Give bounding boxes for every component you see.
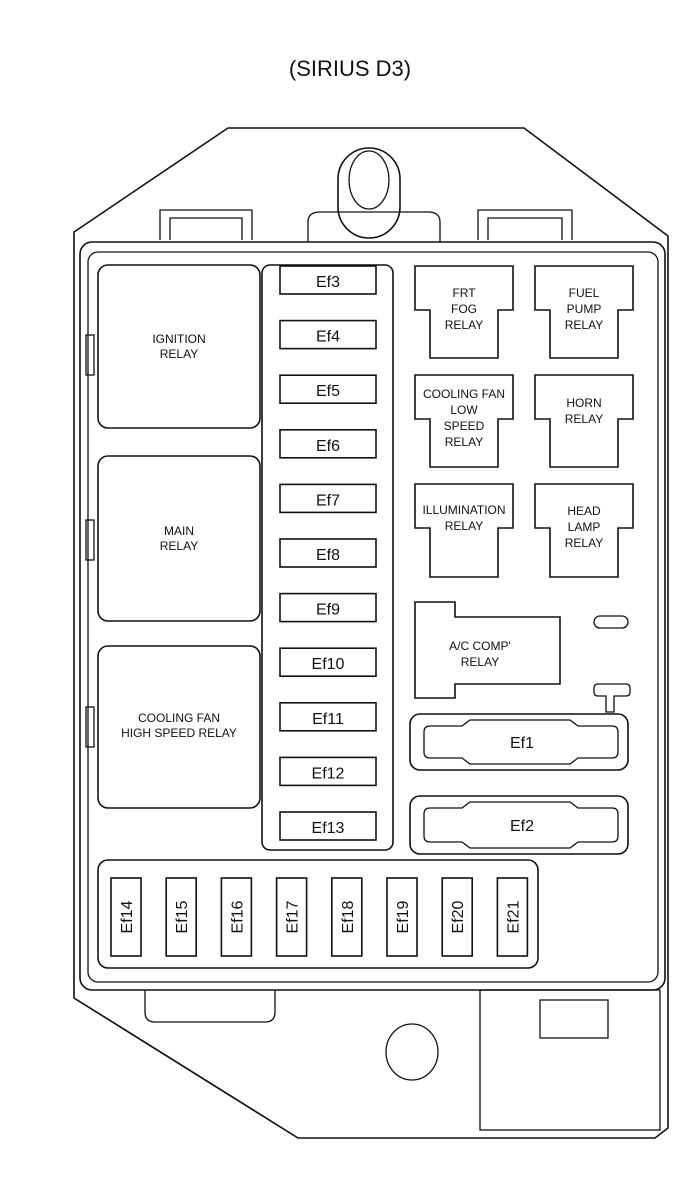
relay-horn: HORN RELAY [534,374,634,468]
relay-fuel-pump-line-1: FUEL [569,286,600,300]
relay-ac-comp-line-2: RELAY [461,655,499,669]
relay-head-lamp-line-3: RELAY [565,536,603,550]
side-tab [85,706,95,748]
relay-frt-fog: FRT FOG RELAY [414,265,514,359]
fuse-label: Ef10 [312,656,345,673]
fuse-ef6: Ef6 [279,428,377,459]
relay-ac-comp: A/C COMP' RELAY [414,601,561,699]
fuse-label: Ef13 [312,820,345,837]
fuse-ef2-label: Ef2 [510,818,534,835]
fuse-label: Ef18 [340,900,357,933]
fuse-ef4: Ef4 [279,319,377,350]
fuse-label: Ef7 [316,492,340,509]
fuse-ef18: Ef18 [330,877,363,957]
relay-cooling-fan-low: COOLING FAN LOW SPEED RELAY [414,374,514,468]
relay-cooling-low-line-4: RELAY [445,435,483,449]
relay-main-line-1: MAIN [164,524,194,538]
fuse-ef17: Ef17 [275,877,308,957]
fuse-label: Ef12 [312,765,345,782]
fuse-label: Ef17 [285,900,302,933]
fuse-label: Ef14 [119,900,136,933]
fuse-ef3: Ef3 [279,265,377,295]
relay-horn-line-1: HORN [566,396,601,410]
fuse-ef10: Ef10 [279,647,377,678]
fuse-ef7: Ef7 [279,483,377,514]
inner-frame [87,251,659,983]
fuse-label: Ef21 [505,900,522,933]
relay-head-lamp-line-2: LAMP [568,520,601,534]
top-right-clip [477,209,573,240]
fuse-label: Ef6 [316,438,340,455]
relay-main-line-2: RELAY [160,539,198,553]
fuse-ef12: Ef12 [279,756,377,787]
fuse-ef5: Ef5 [279,374,377,405]
fuse-label: Ef8 [316,547,340,564]
fuse-label: Ef4 [316,329,340,346]
fuse-ef1-label: Ef1 [510,735,534,752]
bottom-left-connector [144,990,276,1023]
relay-ac-comp-line-1: A/C COMP' [449,639,511,653]
fuse-ef20: Ef20 [441,877,474,957]
fuse-ef14: Ef14 [110,877,142,957]
relay-horn-line-2: RELAY [565,412,603,426]
t-tab [593,683,631,713]
fuse-ef9: Ef9 [279,592,377,623]
relay-illumination-line-1: ILLUMINATION [422,503,505,517]
bottom-mount-tab [479,989,661,1131]
relay-ignition: IGNITION RELAY [97,264,261,429]
fuse-ef21: Ef21 [496,877,529,957]
top-left-clip [159,209,253,240]
fuse-label: Ef19 [395,900,412,933]
side-tab [85,334,95,376]
fuse-ef8: Ef8 [279,538,377,568]
relay-head-lamp: HEAD LAMP RELAY [534,483,634,578]
relay-cooling-high-line-2: HIGH SPEED RELAY [121,726,237,740]
fuse-ef16: Ef16 [220,877,253,957]
fuse-ef13: Ef13 [279,811,377,841]
diagram-title: (SIRIUS D3) [288,56,412,81]
relay-fuel-pump-line-2: PUMP [567,302,602,316]
top-mount-hole [348,150,390,210]
relay-cooling-high-line-1: COOLING FAN [138,711,220,725]
relay-ignition-line-2: RELAY [160,347,198,361]
fuse-label: Ef20 [450,900,467,933]
relay-illumination: ILLUMINATION RELAY [414,483,514,578]
relay-illumination-line-2: RELAY [445,519,483,533]
side-tab [85,519,95,561]
relay-ignition-line-1: IGNITION [152,332,205,346]
fuse-label: Ef3 [316,274,340,291]
relay-cooling-fan-high: COOLING FAN HIGH SPEED RELAY [97,645,261,809]
fuse-ef11: Ef11 [279,701,377,732]
relay-cooling-low-line-2: LOW [450,403,478,417]
bottom-fuse-row: Ef14 Ef15 Ef16 Ef17 Ef18 Ef19 Ef20 Ef21 [110,877,529,957]
fuse-label: Ef5 [316,383,340,400]
fuse-ef15: Ef15 [165,877,197,957]
bottom-connector [539,999,609,1039]
top-mount-tab [337,147,401,239]
bottom-mount-hole [385,1023,439,1081]
relay-frt-fog-line-1: FRT [452,286,476,300]
bottom-fuse-panel [97,859,539,969]
relay-main: MAIN RELAY [97,455,261,622]
large-fuse-ef1: Ef1 [409,713,629,771]
fuse-ef19: Ef19 [386,877,418,957]
relay-frt-fog-line-3: RELAY [445,318,483,332]
top-center-tab [307,211,441,245]
relay-frt-fog-line-2: FOG [451,302,477,316]
fuse-label: Ef15 [174,900,191,933]
small-slot [593,615,629,629]
relay-cooling-low-line-1: COOLING FAN [423,387,505,401]
relay-fuel-pump: FUEL PUMP RELAY [534,265,634,359]
fuse-label: Ef11 [312,711,344,728]
large-fuse-ef2: Ef2 [409,795,629,855]
fuse-label: Ef16 [229,900,246,933]
relay-fuel-pump-line-3: RELAY [565,318,603,332]
fuse-label: Ef9 [316,602,340,619]
relay-cooling-low-line-3: SPEED [444,419,485,433]
relay-head-lamp-line-1: HEAD [567,504,601,518]
